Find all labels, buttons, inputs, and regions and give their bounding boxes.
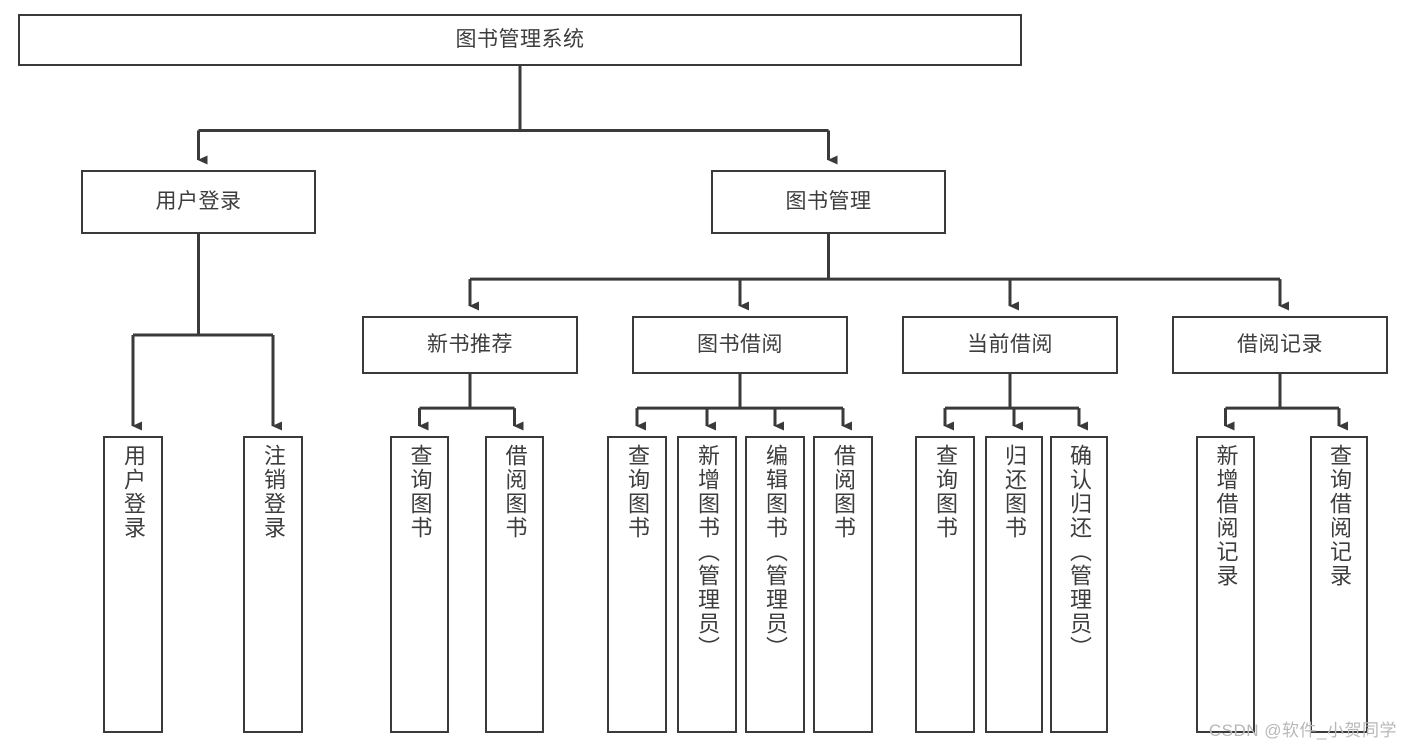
node-current-borrow-label: 当前借阅 <box>967 332 1053 356</box>
node-book-borrow[interactable]: 图书借阅 <box>632 316 848 374</box>
leaf-query-book-1-label: 查询图书 <box>407 444 433 540</box>
node-borrow-record[interactable]: 借阅记录 <box>1172 316 1388 374</box>
leaf-borrow-book-1[interactable]: 借阅图书 <box>485 436 544 733</box>
leaf-edit-book-label: 编辑图书（管理员） <box>763 444 788 660</box>
leaf-user-login-label: 用户登录 <box>121 444 146 540</box>
leaf-add-borrow-record-label: 新增借阅记录 <box>1213 444 1239 588</box>
leaf-add-book-label: 新增图书（管理员） <box>695 444 720 660</box>
leaf-user-login[interactable]: 用户登录 <box>103 436 163 733</box>
leaf-query-book-2[interactable]: 查询图书 <box>607 436 667 733</box>
leaf-borrow-book-1-label: 借阅图书 <box>502 444 528 540</box>
leaf-query-book-1[interactable]: 查询图书 <box>390 436 449 733</box>
leaf-query-book-3[interactable]: 查询图书 <box>915 436 975 733</box>
leaf-confirm-return-label: 确认归还（管理员） <box>1067 444 1092 660</box>
leaf-query-book-2-label: 查询图书 <box>625 444 650 540</box>
node-borrow-record-label: 借阅记录 <box>1237 332 1323 356</box>
leaf-logout[interactable]: 注销登录 <box>243 436 303 733</box>
node-user-login-label: 用户登录 <box>155 189 242 213</box>
leaf-query-borrow-record[interactable]: 查询借阅记录 <box>1310 436 1368 733</box>
leaf-confirm-return[interactable]: 确认归还（管理员） <box>1050 436 1108 733</box>
watermark: CSDN @软件_小贺同学 <box>1208 721 1397 740</box>
leaf-query-borrow-record-label: 查询借阅记录 <box>1327 444 1352 588</box>
node-book-borrow-label: 图书借阅 <box>697 332 783 356</box>
leaf-add-book[interactable]: 新增图书（管理员） <box>677 436 737 733</box>
node-root[interactable]: 图书管理系统 <box>18 14 1022 66</box>
leaf-return-book[interactable]: 归还图书 <box>985 436 1043 733</box>
leaf-add-borrow-record[interactable]: 新增借阅记录 <box>1196 436 1255 733</box>
node-user-login[interactable]: 用户登录 <box>81 170 316 234</box>
leaf-query-book-3-label: 查询图书 <box>933 444 958 540</box>
leaf-return-book-label: 归还图书 <box>1002 444 1027 540</box>
node-current-borrow[interactable]: 当前借阅 <box>902 316 1118 374</box>
node-book-manage[interactable]: 图书管理 <box>711 170 946 234</box>
node-new-book-recommend-label: 新书推荐 <box>427 332 513 356</box>
leaf-borrow-book-2[interactable]: 借阅图书 <box>813 436 873 733</box>
leaf-logout-label: 注销登录 <box>261 444 286 540</box>
leaf-borrow-book-2-label: 借阅图书 <box>831 444 856 540</box>
leaf-edit-book[interactable]: 编辑图书（管理员） <box>745 436 805 733</box>
node-new-book-recommend[interactable]: 新书推荐 <box>362 316 578 374</box>
node-root-label: 图书管理系统 <box>455 27 585 51</box>
node-book-manage-label: 图书管理 <box>785 189 872 213</box>
